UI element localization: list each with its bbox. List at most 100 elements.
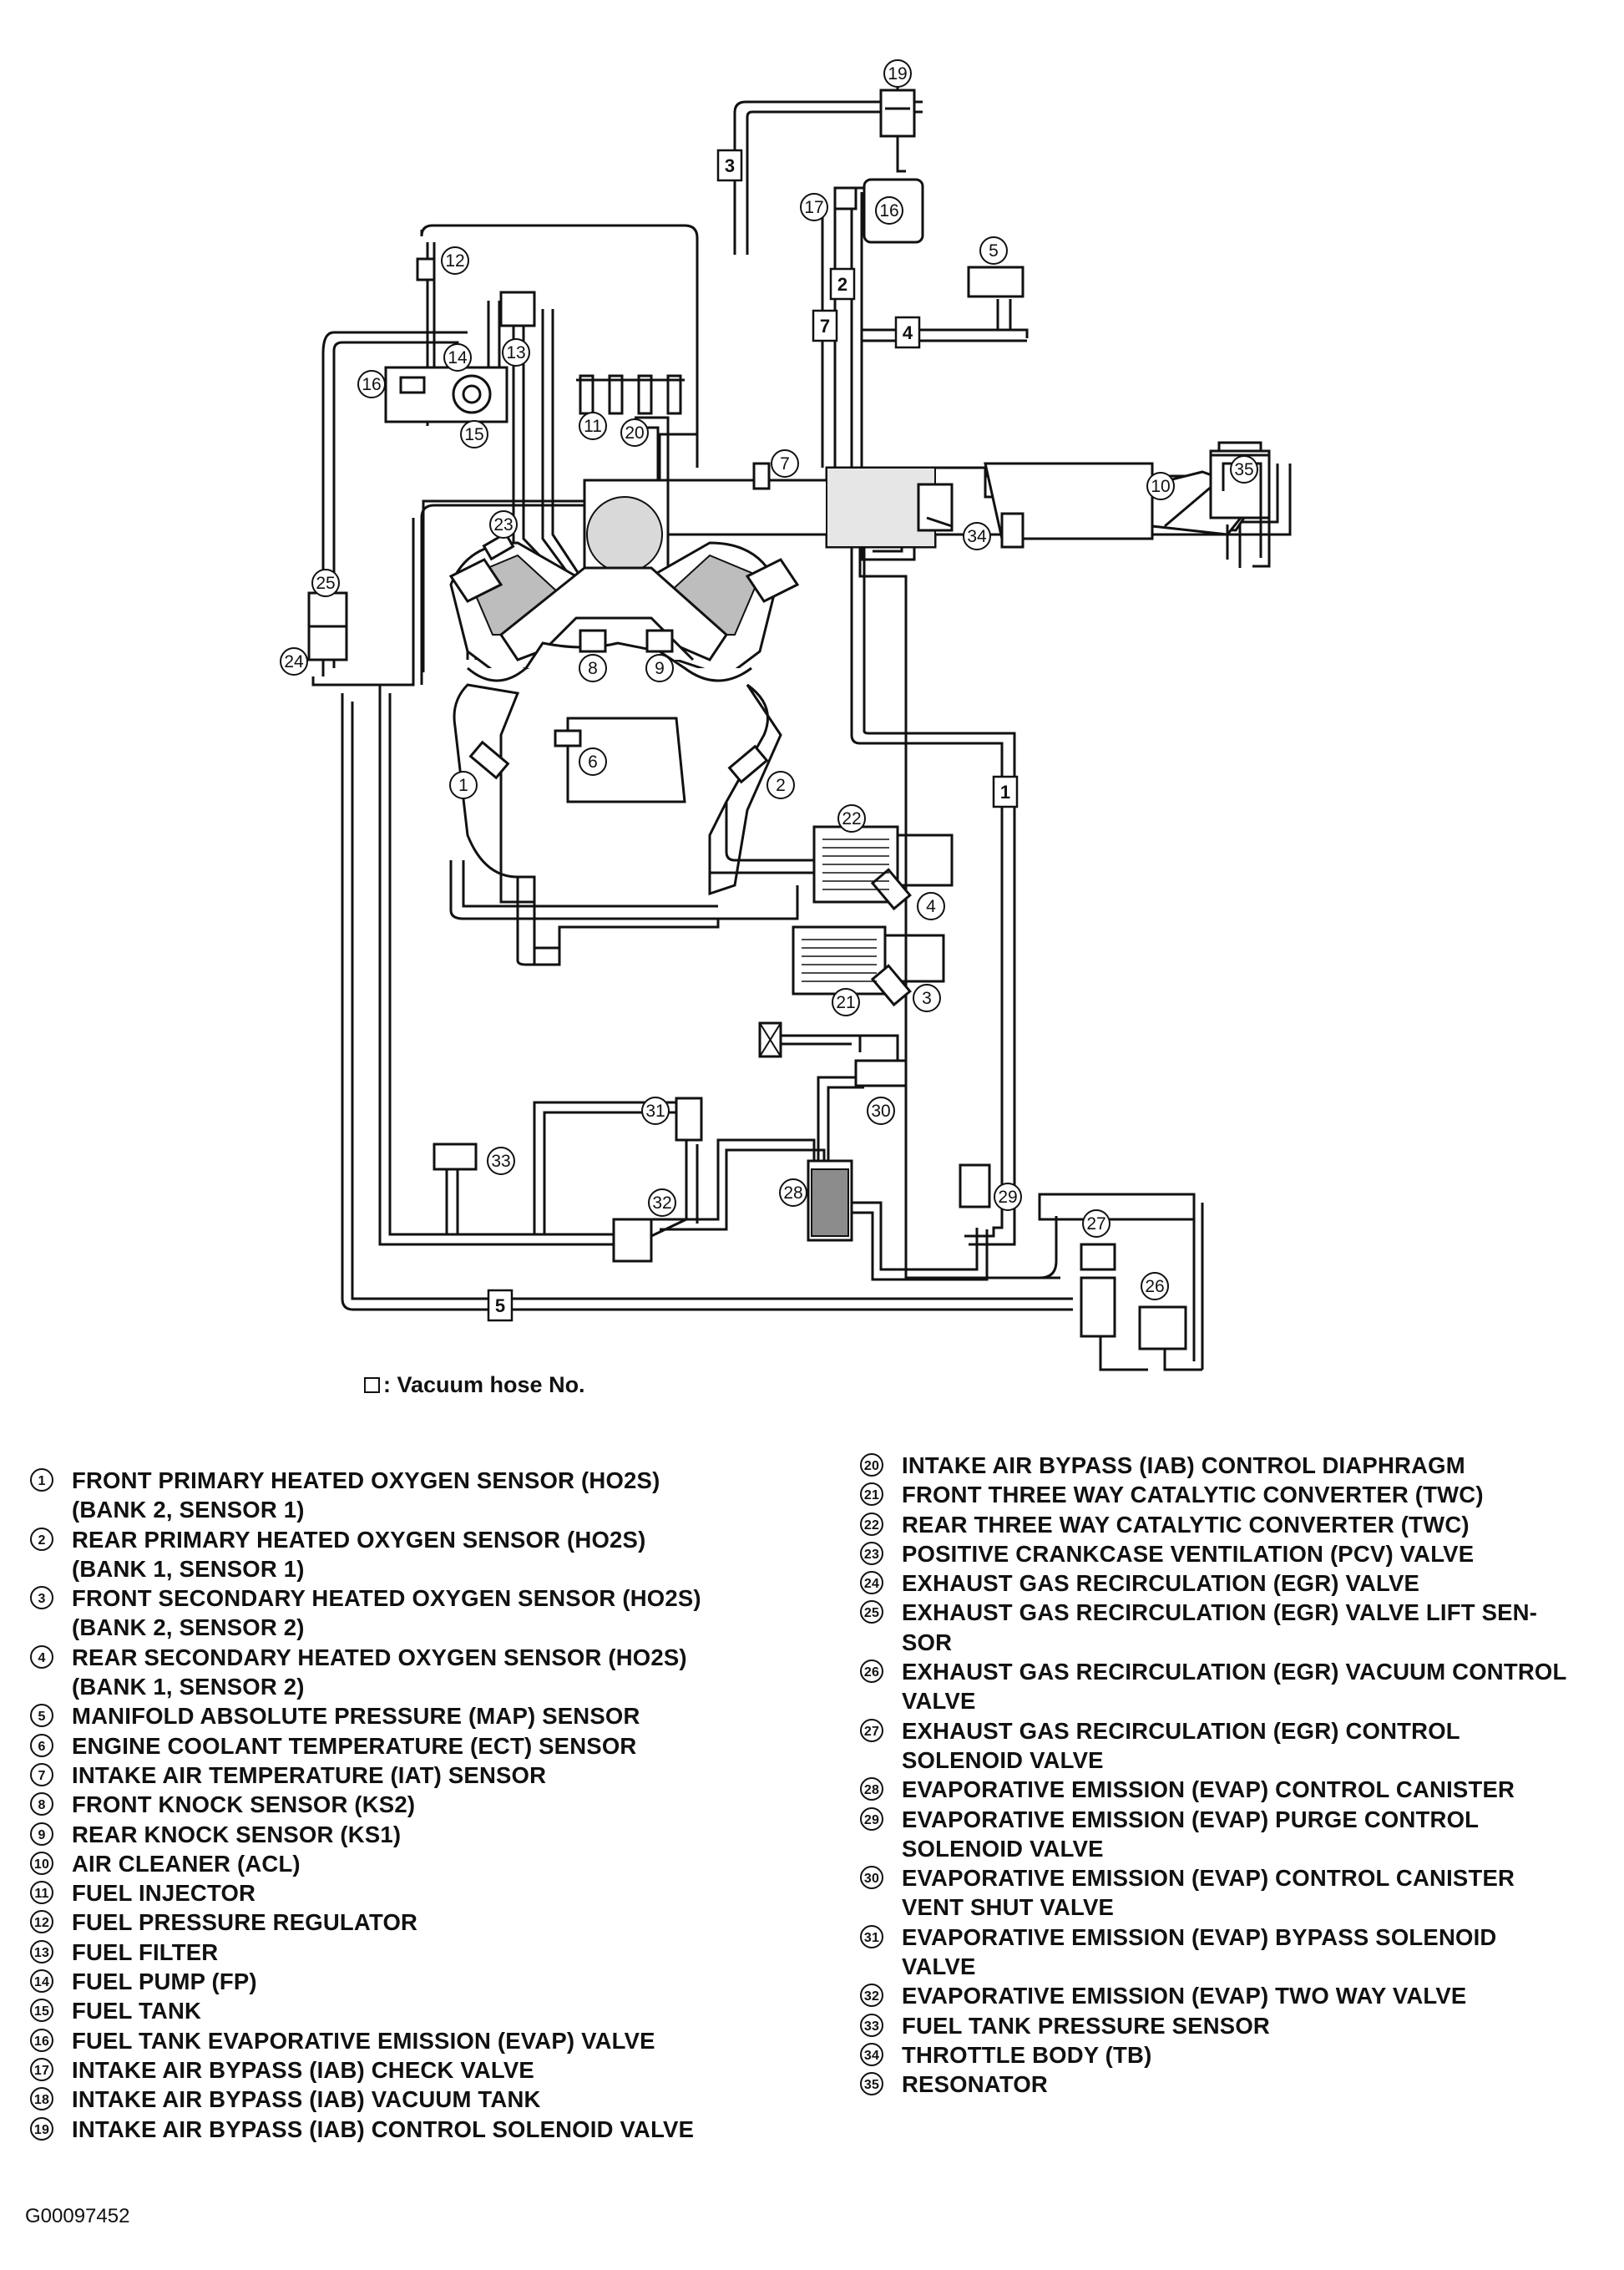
svg-text:7: 7 [780,454,790,474]
part-item: 6 ENGINE COOLANT TEMPERATURE (ECT) SENSOR [25,1731,843,1761]
part-item: 27 EXHAUST GAS RECIRCULATION (EGR) CONTRO… [855,1716,1606,1776]
callout-2: 2 [766,771,795,799]
svg-text:27: 27 [1086,1214,1105,1234]
hose-box-5: 5 [487,1289,514,1322]
part-description-line: INTAKE AIR BYPASS (IAB) CONTROL SOLENOID… [72,2115,695,2142]
part-description: POSITIVE CRANKCASE VENTILATION (PCV) VAL… [902,1539,1606,1568]
part-description-line: MANIFOLD ABSOLUTE PRESSURE (MAP) SENSOR [72,1703,640,1730]
part-description-line: EVAPORATIVE EMISSION (EVAP) CONTROL CANI… [902,1865,1515,1892]
part-description-line: FRONT THREE WAY CATALYTIC CONVERTER (TWC… [902,1482,1484,1508]
part-description-line: AIR CLEANER (ACL) [72,1850,301,1877]
part-number-badge: 9 [30,1822,53,1846]
svg-text:8: 8 [588,659,598,678]
part-description: INTAKE AIR TEMPERATURE (IAT) SENSOR [72,1761,843,1790]
part-number-badge: 29 [860,1806,883,1831]
callout-1: 1 [449,771,478,799]
svg-text:22: 22 [842,809,861,828]
part-description-line: FRONT PRIMARY HEATED OXYGEN SENSOR (HO2S… [72,1467,660,1493]
part-item: 1 FRONT PRIMARY HEATED OXYGEN SENSOR (HO2… [25,1466,843,1525]
part-description: EVAPORATIVE EMISSION (EVAP) TWO WAY VALV… [902,1981,1606,2010]
figure-id: G00097452 [25,2205,130,2227]
part-number-badge: 16 [30,2028,53,2052]
part-description: FUEL PUMP (FP) [72,1967,843,1996]
hose-box-4: 4 [894,316,921,349]
part-description: REAR THREE WAY CATALYTIC CONVERTER (TWC) [902,1510,1606,1539]
callout-30: 30 [867,1097,895,1125]
part-description-line: ENGINE COOLANT TEMPERATURE (ECT) SENSOR [72,1732,637,1759]
callout-7: 7 [771,449,799,478]
part-description: EVAPORATIVE EMISSION (EVAP) BYPASS SOLEN… [902,1923,1606,1982]
callout-8: 8 [579,654,607,682]
part-description-line: (BANK 2, SENSOR 2) [72,1614,305,1641]
parts-list-left: 1 FRONT PRIMARY HEATED OXYGEN SENSOR (HO2… [25,1466,843,2144]
part-description-line: FUEL TANK EVAPORATIVE EMISSION (EVAP) VA… [72,2027,655,2054]
part-description: INTAKE AIR BYPASS (IAB) CONTROL SOLENOID… [72,2115,843,2144]
callout-26: 26 [1141,1272,1169,1300]
hose-box-1: 1 [992,775,1019,808]
part-description: INTAKE AIR BYPASS (IAB) VACUUM TANK [72,2085,843,2114]
callout-13: 13 [502,338,530,367]
part-number-badge: 1 [30,1468,53,1492]
callout-35: 35 [1230,455,1258,484]
part-description: EXHAUST GAS RECIRCULATION (EGR) VACUUM C… [902,1657,1606,1716]
svg-text:9: 9 [655,659,665,678]
part-number-badge: 34 [860,2042,883,2066]
callout-4: 4 [917,892,945,920]
part-number-badge: 20 [860,1453,883,1477]
part-number-badge: 12 [30,1910,53,1934]
svg-text:16: 16 [362,375,381,394]
part-number-badge: 19 [30,2116,53,2141]
part-item: 22 REAR THREE WAY CATALYTIC CONVERTER (TW… [855,1510,1606,1539]
part-description: REAR SECONDARY HEATED OXYGEN SENSOR (HO2… [72,1643,843,1702]
svg-text:26: 26 [1145,1277,1164,1296]
part-item: 11 FUEL INJECTOR [25,1878,843,1908]
callout-24: 24 [280,647,308,676]
part-number-badge: 11 [30,1881,53,1905]
svg-text:12: 12 [445,251,464,271]
part-description-line: VENT SHUT VALVE [902,1894,1115,1921]
part-description-line: FUEL INJECTOR [72,1880,256,1907]
part-description: FRONT KNOCK SENSOR (KS2) [72,1790,843,1819]
callout-25: 25 [311,569,340,597]
hose-box-symbol [364,1377,380,1393]
vacuum-hose-diagram: 3 2 7 4 1 5 1 2 3 4 5 6 7 8 9 [280,59,1292,1371]
part-description-line: REAR SECONDARY HEATED OXYGEN SENSOR (HO2… [72,1644,687,1670]
svg-text:33: 33 [491,1152,510,1171]
part-description: FUEL INJECTOR [72,1878,843,1908]
svg-text:5: 5 [989,241,999,261]
components [307,84,1187,1350]
callout-12: 12 [441,246,469,275]
part-number-badge: 35 [860,2072,883,2096]
svg-text:31: 31 [645,1102,665,1121]
part-number-badge: 27 [860,1718,883,1742]
part-description-line: SOR [902,1629,953,1655]
part-number-badge: 22 [860,1512,883,1536]
callout-29: 29 [994,1183,1022,1211]
part-description-line: EVAPORATIVE EMISSION (EVAP) CONTROL CANI… [902,1776,1515,1803]
part-number-badge: 2 [30,1527,53,1551]
part-description: EXHAUST GAS RECIRCULATION (EGR) VALVE LI… [902,1598,1606,1657]
part-description-line: FUEL PUMP (FP) [72,1969,257,1995]
part-description-line: SOLENOID VALVE [902,1746,1104,1773]
svg-text:15: 15 [464,425,483,444]
svg-text:4: 4 [926,897,936,916]
part-number-badge: 6 [30,1733,53,1757]
part-description-line: EXHAUST GAS RECIRCULATION (EGR) VALVE LI… [902,1599,1538,1626]
part-description-line: EXHAUST GAS RECIRCULATION (EGR) CONTROL [902,1717,1460,1744]
callout-27: 27 [1082,1209,1110,1238]
part-description: FUEL TANK [72,1996,843,2025]
part-description-line: FUEL FILTER [72,1938,219,1965]
